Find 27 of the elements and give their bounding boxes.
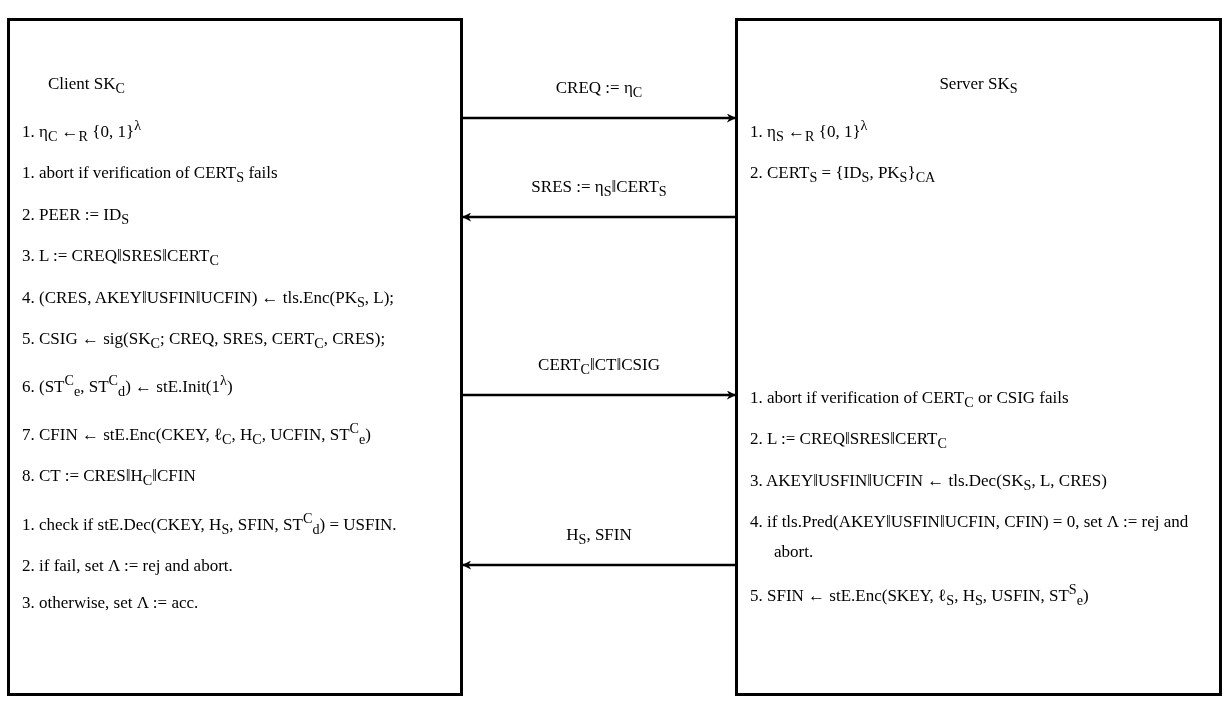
step-text: 5. SFIN ← stE.Enc(SKEY, ℓ$_{S}$, H$_{S}$, USFIN, ST$^{S}$$_{e}$) (750, 580, 1090, 611)
step-text: 8. CT := CRES‖H$_{C}$‖CFIN (22, 465, 197, 491)
step-text: 1. η$_{C}$ ←$_{R}$ {0, 1}$^{λ}$ (22, 116, 142, 147)
step-text: 2. L := CREQ‖SRES‖CERT$_{C}$ (750, 428, 948, 454)
step-text: 7. CFIN ← stE.Enc(CKEY, ℓ$_{C}$, H$_{C}$, UCFIN, ST$^{C}$$_{e}$) (22, 419, 372, 450)
step-text: 3. otherwise, set Λ := acc. (22, 591, 200, 614)
step-text: 2. CERT$_{S}$ = {ID$_{S}$, PK$_{S}$}$_{CA}$ (750, 162, 937, 188)
party-heading: Server SK$_{S}$ (938, 73, 1019, 99)
party-box (7, 18, 463, 696)
party-box (735, 18, 1222, 696)
arrow (462, 560, 735, 570)
arrow (462, 212, 735, 222)
step-text: 1. check if stE.Dec(CKEY, H$_{S}$, SFIN, ST$^{C}$$_{d}$) = USFIN. (22, 508, 398, 539)
arrow (463, 390, 736, 400)
step-text: 2. PEER := ID$_{S}$ (22, 203, 131, 230)
step-text: 1. abort if verification of CERT$_{S}$ fails (22, 162, 279, 188)
step-text: 3. AKEY‖USFIN‖UCFIN ← tls.Dec(SK$_{S}$, L, CRES) (750, 469, 1108, 495)
party-heading: Client SK$_{C}$ (47, 73, 126, 99)
step-text: 1. η$_{S}$ ←$_{R}$ {0, 1}$^{λ}$ (750, 116, 869, 147)
arrow (463, 113, 736, 123)
step-text: 5. CSIG ← sig(SK$_{C}$; CREQ, SRES, CERT$_{C}$, CRES); (22, 328, 387, 354)
step-text: 4. if tls.Pred(AKEY‖USFIN‖UCFIN, CFIN) = 0, set Λ := rej and abort. (750, 511, 1190, 563)
step-text: 4. (CRES, AKEY‖USFIN‖UCFIN) ← tls.Enc(PK$_{S}$, L); (22, 286, 396, 312)
step-text: 3. L := CREQ‖SRES‖CERT$_{C}$ (22, 245, 220, 271)
step-text: 1. abort if verification of CERT$_{C}$ or CSIG fails (750, 386, 1070, 413)
step-text: 2. if fail, set Λ := rej and abort. (22, 554, 234, 577)
step-text: 6. (ST$^{C}$$_{e}$, ST$^{C}$$_{d}$) ← stE.Init(1$^{λ}$) (22, 371, 234, 402)
